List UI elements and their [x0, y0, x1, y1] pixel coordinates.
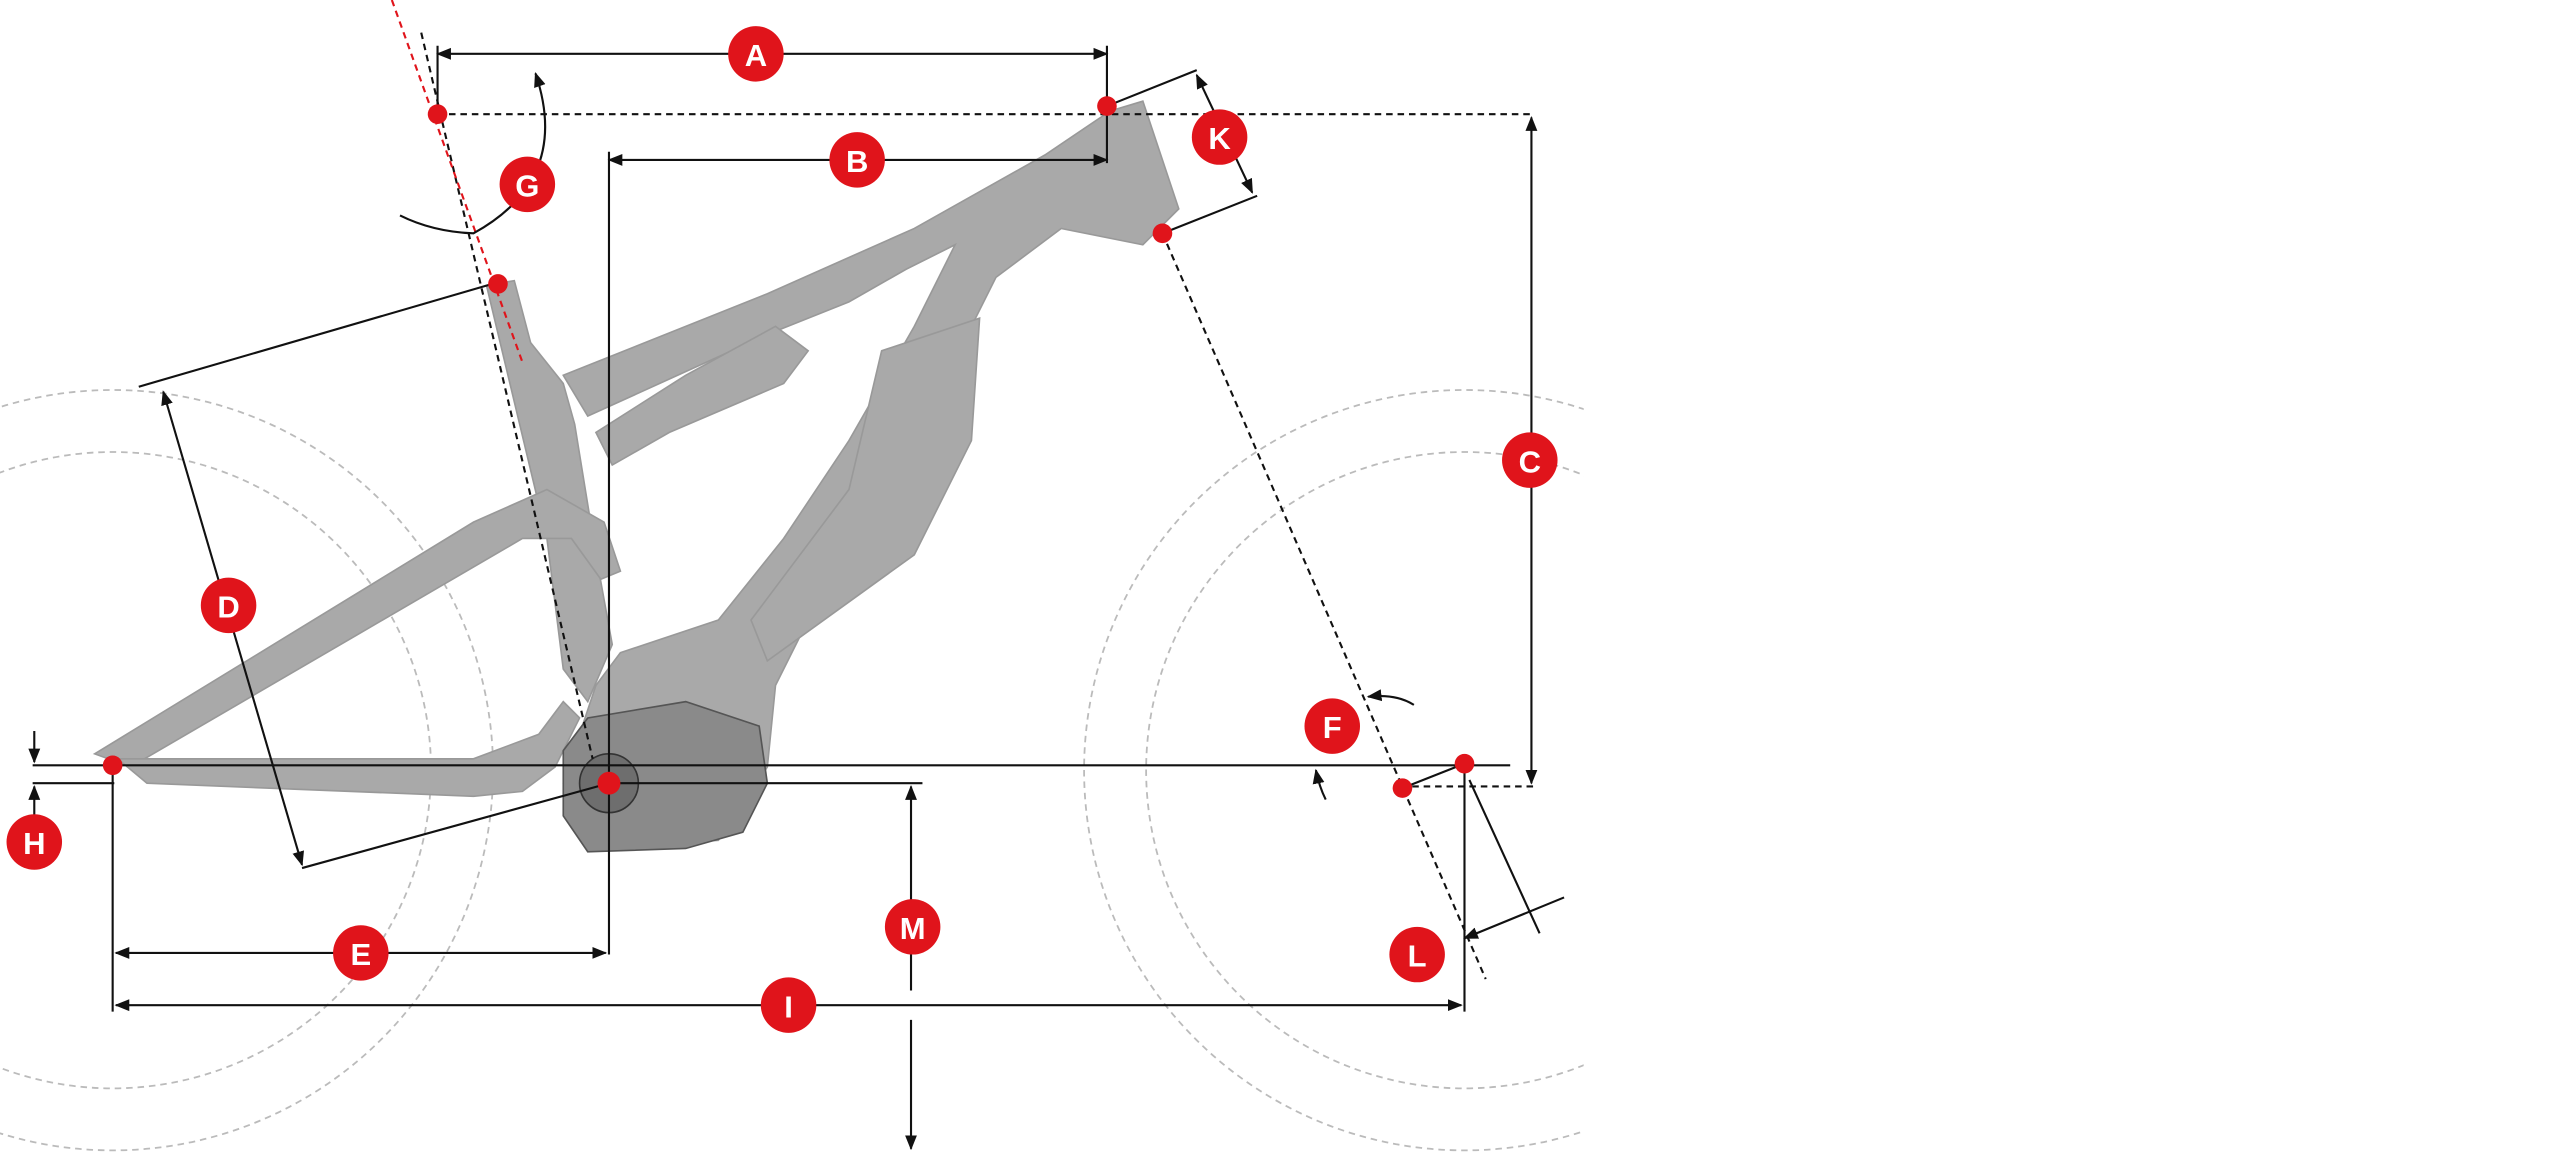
label-b: B — [829, 132, 885, 188]
label-g: G — [499, 156, 556, 213]
label-m: M — [884, 899, 941, 955]
svg-text:F: F — [1323, 710, 1342, 745]
svg-text:K: K — [1208, 121, 1231, 156]
label-a: A — [728, 26, 784, 82]
label-l: L — [1389, 926, 1445, 983]
label-d: D — [200, 577, 257, 634]
svg-text:A: A — [745, 38, 767, 73]
label-i: I — [760, 977, 817, 1033]
svg-text:B: B — [846, 144, 868, 179]
label-k: K — [1191, 109, 1248, 165]
front-wheel — [1083, 389, 1584, 1152]
svg-text:H: H — [23, 826, 45, 861]
label-e: E — [333, 925, 389, 981]
label-h: H — [6, 814, 63, 870]
measure-points — [102, 96, 1475, 798]
label-c: C — [1502, 432, 1558, 488]
svg-text:E: E — [350, 937, 371, 972]
svg-text:L: L — [1408, 939, 1427, 974]
svg-text:I: I — [784, 989, 793, 1024]
svg-text:G: G — [515, 169, 539, 204]
label-f: F — [1304, 698, 1360, 754]
svg-text:D: D — [217, 590, 239, 625]
svg-text:C: C — [1519, 444, 1541, 479]
svg-text:M: M — [900, 911, 926, 946]
bike-frame — [92, 100, 1180, 853]
